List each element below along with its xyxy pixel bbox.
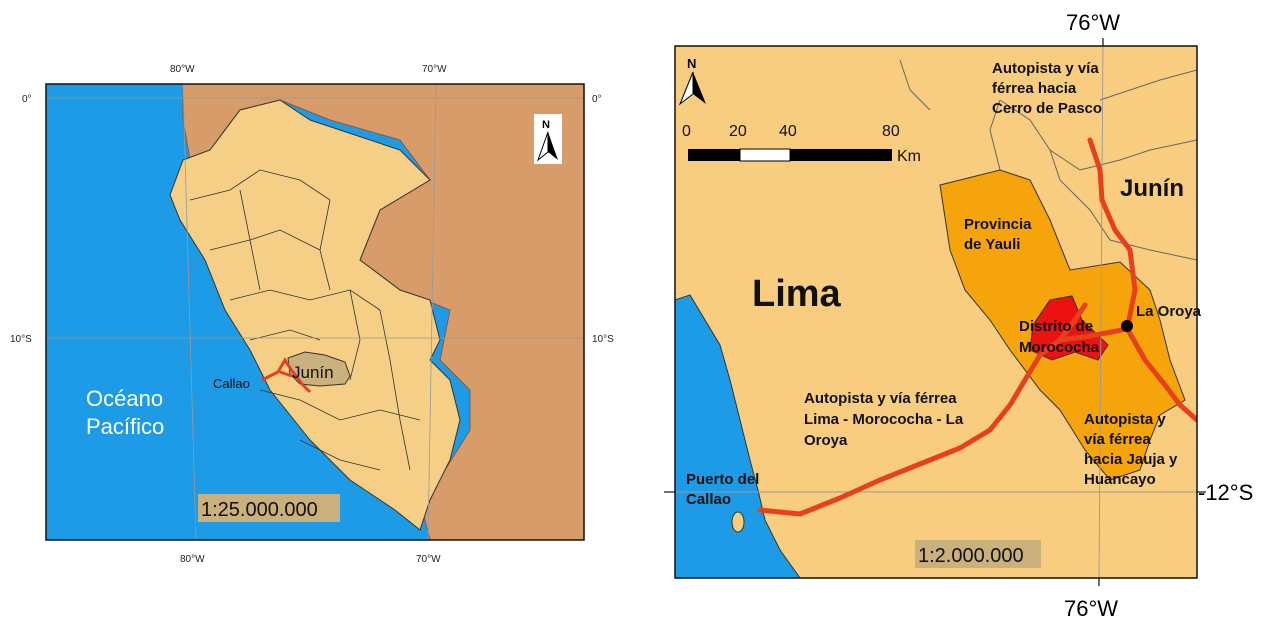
- la-oroya-label: La Oroya: [1136, 303, 1202, 320]
- scalebar-40: 40: [779, 123, 797, 140]
- detail-frame: [674, 45, 1198, 579]
- left-tick-10s: 10°S: [10, 334, 32, 345]
- junin-label: Junín: [292, 363, 334, 382]
- graticule: [46, 84, 584, 540]
- bottom-tick-70w: 70°W: [416, 554, 441, 565]
- right-tick-10s: 10°S: [592, 334, 614, 345]
- svg-text:N: N: [687, 56, 696, 71]
- pasco-route-label-2: férrea hacia: [992, 80, 1077, 97]
- region-boundaries: [189, 169, 421, 471]
- jauja-route-label-4: Huancayo: [1084, 471, 1156, 488]
- pacific-coast: [675, 294, 801, 578]
- left-tick-0: 0°: [22, 94, 32, 105]
- scale-text: 1:2.000.000: [918, 545, 1024, 567]
- route-lines: [757, 137, 1197, 517]
- top-tick-80w: 80°W: [170, 64, 195, 75]
- ocean-label-2: Pacífico: [86, 414, 164, 439]
- scale-box: [198, 494, 340, 522]
- yauli-label-1: Provincia: [964, 216, 1032, 233]
- morococha-label-1: Distrito de: [1019, 318, 1093, 335]
- lima-route-label-3: Oroya: [804, 432, 848, 449]
- overview-map: 80°W 70°W 80°W 70°W 0° 10°S 0° 10°S Océa…: [10, 64, 614, 565]
- frame-ticks: [664, 38, 1206, 586]
- junin-region: [287, 351, 351, 387]
- detail-map: 76°W 76°W -12°S N 0 20 40 80 Km Lima Jun…: [664, 10, 1253, 621]
- jauja-route-label-2: vía férrea: [1084, 431, 1151, 448]
- lima-label: Lima: [752, 273, 842, 315]
- top-tick-76w: 76°W: [1066, 10, 1120, 35]
- junin-label: Junín: [1120, 175, 1184, 202]
- north-arrow-icon: N: [534, 114, 562, 164]
- callao-label: Callao: [213, 376, 250, 391]
- pasco-route-label-3: Cerro de Pasco: [992, 100, 1102, 117]
- bottom-tick-76w: 76°W: [1064, 596, 1118, 621]
- svg-text:N: N: [542, 119, 550, 131]
- north-arrow-icon: N: [678, 56, 706, 106]
- route-line: [261, 357, 312, 394]
- ocean-label-1: Océano: [86, 386, 163, 411]
- overview-frame: [45, 83, 585, 541]
- scalebar-20: 20: [729, 123, 747, 140]
- lima-route-label-2: Lima - Morococha - La: [804, 411, 964, 428]
- pasco-route-label-1: Autopista y vía: [992, 60, 1099, 77]
- scale-text: 1:25.000.000: [201, 499, 318, 521]
- peru-territory: [169, 99, 461, 531]
- scalebar-0: 0: [682, 123, 691, 140]
- jauja-route-label-3: hacia Jauja y: [1084, 451, 1178, 468]
- graticule: [675, 46, 1197, 578]
- jauja-route-label-1: Autopista y: [1084, 411, 1166, 428]
- callao-label-2: Callao: [686, 491, 731, 508]
- top-tick-70w: 70°W: [422, 64, 447, 75]
- right-tick-12s: -12°S: [1198, 480, 1253, 505]
- la-oroya-point: [1121, 320, 1133, 332]
- scale-box: [915, 540, 1041, 568]
- scalebar-unit: Km: [897, 148, 921, 165]
- right-tick-0: 0°: [592, 94, 602, 105]
- morococha-label-2: Morococha: [1019, 339, 1100, 356]
- callao-label-1: Puerto del: [686, 471, 759, 488]
- bottom-tick-80w: 80°W: [180, 554, 205, 565]
- lima-route-label-1: Autopista y vía férrea: [804, 390, 957, 407]
- scalebar-80: 80: [882, 123, 900, 140]
- scale-bar: 0 20 40 80 Km: [682, 123, 921, 165]
- yauli-label-2: de Yauli: [964, 236, 1020, 253]
- island: [731, 511, 745, 533]
